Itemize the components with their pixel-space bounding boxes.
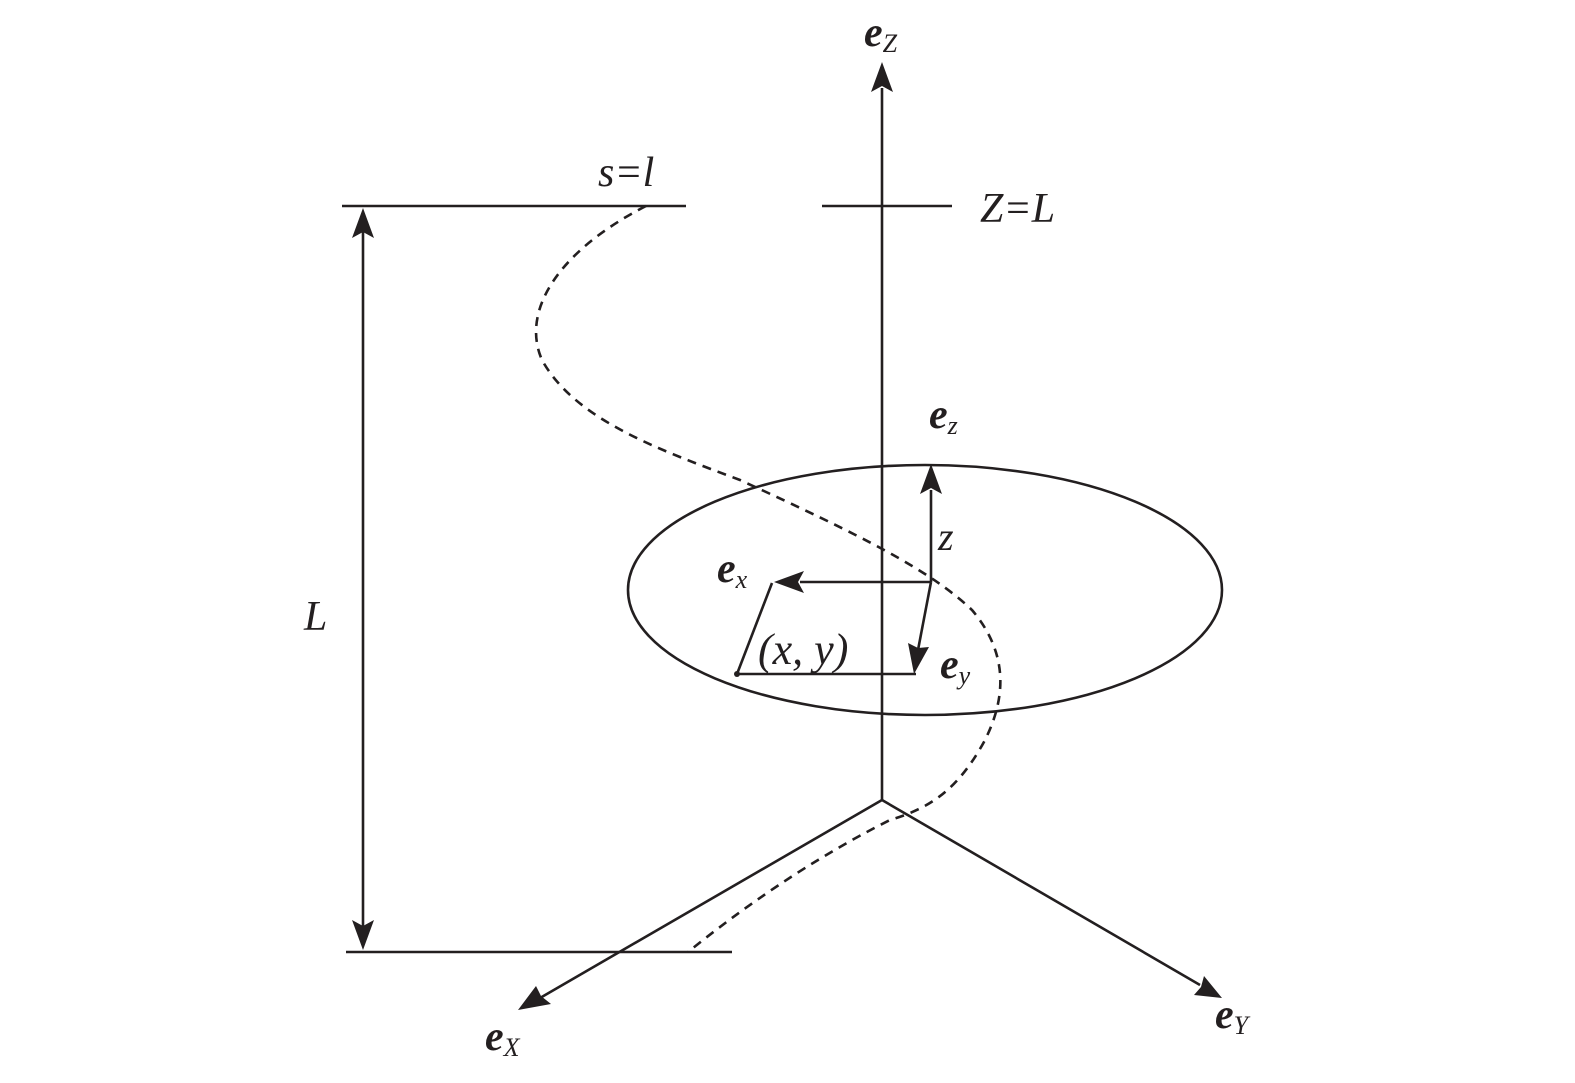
point-projection-x-edge	[735, 582, 774, 675]
local-y-arrowhead	[908, 643, 929, 674]
length-arrowhead-bottom	[352, 920, 374, 950]
label-L: L	[303, 594, 327, 640]
local-y-arrow-shaft	[916, 581, 933, 651]
label-eY: eY	[1215, 992, 1251, 1040]
global-z-arrowhead	[871, 62, 893, 92]
label-eX: eX	[485, 1014, 521, 1062]
global-y-axis	[881, 798, 1201, 987]
length-arrowhead-top	[352, 208, 374, 238]
label-Z-equals-L: Z=L	[980, 186, 1055, 232]
label-ex: ex	[717, 546, 748, 594]
global-x-axis	[539, 798, 883, 1000]
rod-centerline-curve	[534, 204, 1002, 954]
local-x-arrowhead	[774, 571, 804, 593]
label-x-y-coordinates: (x, y)	[758, 625, 848, 674]
cross-section-ellipse	[626, 463, 1224, 717]
label-s-equals-l: s=l	[598, 150, 654, 196]
global-y-arrowhead	[1194, 976, 1222, 998]
label-ez: ez	[929, 392, 958, 440]
label-z: z	[937, 514, 954, 559]
label-eZ: eZ	[864, 10, 898, 58]
label-ey: ey	[940, 642, 971, 690]
global-x-arrowhead	[518, 986, 551, 1010]
local-z-arrowhead	[920, 464, 942, 494]
material-point-dot	[734, 671, 740, 677]
